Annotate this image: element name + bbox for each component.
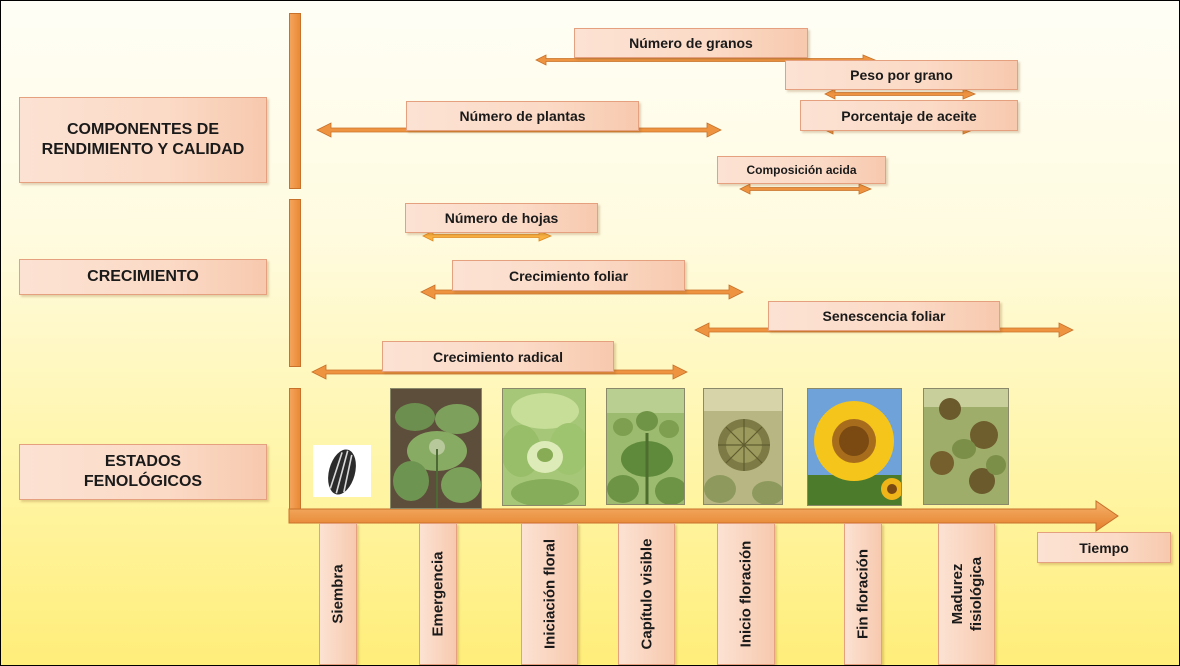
visible-head-photo (606, 388, 685, 505)
flowering-start-photo (703, 388, 783, 505)
emergence-photo (390, 388, 482, 509)
label-grains-number-text: Número de granos (629, 35, 753, 51)
label-leaves-number-text: Número de hojas (445, 210, 559, 226)
stage-flowering-start-label: Inicio floración (738, 541, 755, 648)
stage-sowing-text: Siembra (329, 564, 348, 623)
label-leaf-growth-text: Crecimiento foliar (509, 268, 628, 284)
floral-initiation-photo (502, 388, 586, 506)
stage-emergence-text: Emergencia (429, 551, 448, 636)
acid-composition-arrow (740, 184, 871, 194)
label-grain-weight: Peso por grano (785, 60, 1018, 90)
label-root-growth: Crecimiento radical (382, 341, 614, 372)
flowering-end-photo (807, 388, 902, 506)
stage-floral-initiation-label: Iniciación floral (541, 539, 558, 649)
maturity-photo (923, 388, 1009, 505)
label-grains-number: Número de granos (574, 28, 808, 58)
stage-flowering-end-text: Fin floración (854, 549, 873, 639)
label-oil-percentage-text: Porcentaje de aceite (841, 108, 976, 124)
label-leaf-growth: Crecimiento foliar (452, 260, 685, 291)
stage-maturity-text: Madurez fisiológica (948, 534, 986, 654)
label-root-growth-text: Crecimiento radical (433, 349, 563, 365)
label-plants-number: Número de plantas (406, 101, 639, 131)
label-acid-composition-text: Composición acida (746, 163, 856, 177)
stage-maturity: Madurez fisiológica (938, 523, 995, 665)
label-leaf-senescence-text: Senescencia foliar (823, 308, 946, 324)
stage-floral-initiation-text: Iniciación floral (540, 534, 559, 654)
label-leaf-senescence: Senescencia foliar (768, 301, 1000, 331)
stage-maturity-label: Madurez fisiológica (949, 557, 985, 631)
stage-visible-head-text: Capítulo visible (637, 534, 656, 654)
time-label: Tiempo (1037, 532, 1171, 563)
time-label-text: Tiempo (1079, 540, 1129, 556)
label-oil-percentage: Porcentaje de aceite (800, 100, 1018, 131)
stage-sowing: Siembra (319, 523, 357, 665)
label-grain-weight-text: Peso por grano (850, 67, 953, 83)
stage-visible-head: Capítulo visible (618, 523, 675, 665)
stage-visible-head-label: Capítulo visible (638, 539, 655, 650)
stage-flowering-start-text: Inicio floración (737, 534, 756, 654)
label-plants-number-text: Número de plantas (459, 108, 585, 124)
stage-flowering-start: Inicio floración (717, 523, 775, 665)
stage-emergence: Emergencia (419, 523, 457, 665)
stage-flowering-end: Fin floración (844, 523, 882, 665)
seed-photo (313, 445, 371, 497)
label-acid-composition: Composición acida (717, 156, 886, 184)
stage-floral-initiation: Iniciación floral (521, 523, 578, 665)
label-leaves-number: Número de hojas (405, 203, 598, 233)
grain-weight-arrow (825, 89, 975, 99)
